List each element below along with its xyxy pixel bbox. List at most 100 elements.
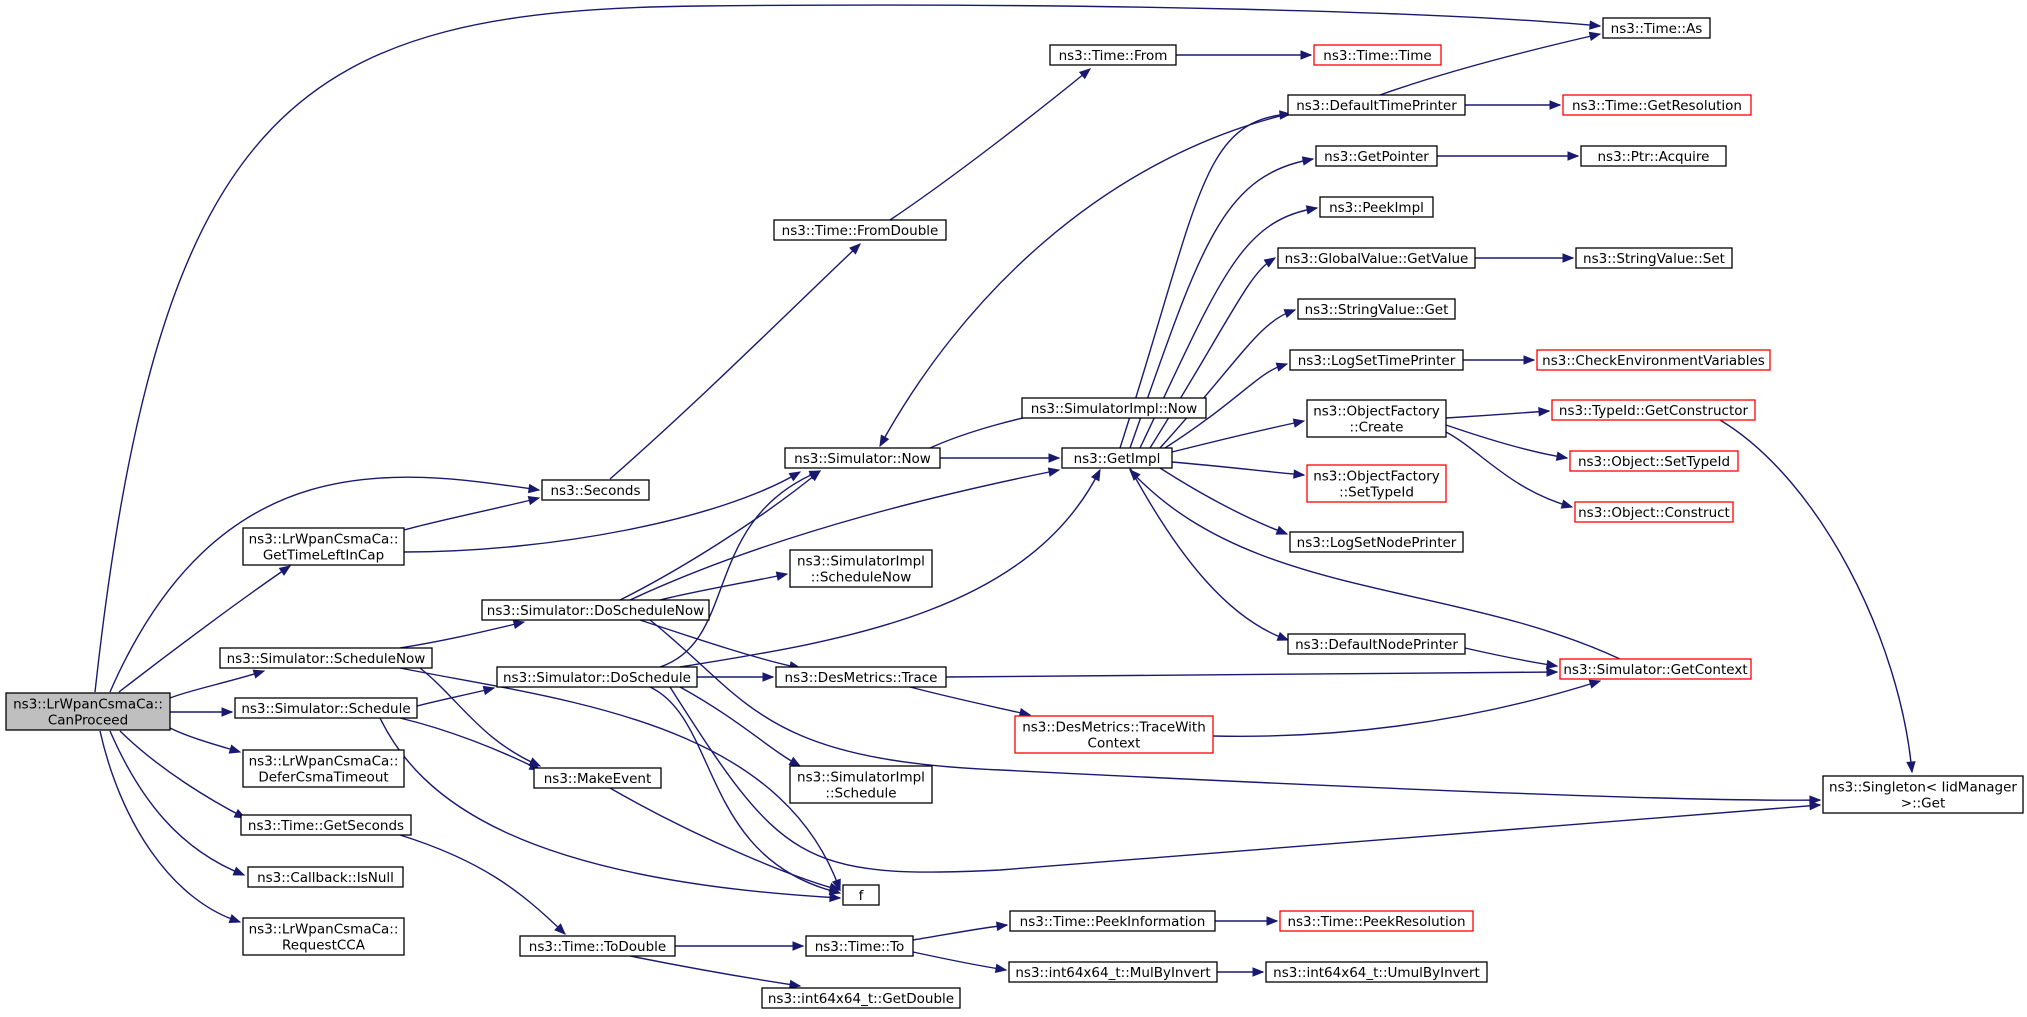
node-root-label: CanProceed (48, 713, 128, 729)
node-getres-label: ns3::Time::GetResolution (1572, 98, 1742, 114)
edge-todouble-to-i64getdouble (629, 955, 802, 990)
edge-getseconds-to-todouble (399, 834, 566, 935)
node-schedule-label: ns3::Simulator::Schedule (241, 701, 410, 717)
node-peekimpl[interactable]: ns3::PeekImpl (1319, 196, 1434, 218)
node-singleton-label: ns3::Singleton< IidManager (1829, 780, 2017, 796)
node-umulbyinv[interactable]: ns3::int64x64_t::UmulByInvert (1265, 961, 1488, 983)
node-simnow[interactable]: ns3::Simulator::Now (784, 447, 941, 469)
node-defprinter[interactable]: ns3::DefaultTimePrinter (1287, 94, 1466, 116)
edge-root-to-defer (169, 727, 242, 754)
node-seconds[interactable]: ns3::Seconds (541, 479, 650, 501)
node-peekinfo[interactable]: ns3::Time::PeekInformation (1009, 910, 1216, 932)
node-ptracquire-label: ns3::Ptr::Acquire (1598, 149, 1710, 165)
node-root[interactable]: ns3::LrWpanCsmaCa::CanProceed (5, 692, 171, 731)
node-mulbyinv[interactable]: ns3::int64x64_t::MulByInvert (1008, 961, 1218, 983)
node-f[interactable]: f (842, 884, 880, 906)
node-svget[interactable]: ns3::StringValue::Get (1297, 298, 1456, 320)
node-gvgetvalue[interactable]: ns3::GlobalValue::GetValue (1277, 247, 1476, 269)
node-defnode[interactable]: ns3::DefaultNodePrinter (1287, 633, 1466, 655)
node-gettimeleft[interactable]: ns3::LrWpanCsmaCa::GetTimeLeftInCap (242, 527, 405, 566)
edge-defprinter-to-timeas (1379, 31, 1602, 96)
edge-ofcreate-to-objsettypeid (1445, 424, 1569, 461)
node-ofsettypeid-label: ::SetTypeId (1339, 485, 1414, 501)
node-defer-label: ns3::LrWpanCsmaCa:: (249, 754, 399, 770)
edge-from-to-timetime (1176, 50, 1313, 60)
node-schednow-label: ns3::Simulator::ScheduleNow (227, 651, 426, 667)
edge-tracewith-to-getcontext (1212, 679, 1602, 737)
node-implsched[interactable]: ns3::SimulatorImpl::Schedule (789, 765, 933, 804)
node-checkenv[interactable]: ns3::CheckEnvironmentVariables (1536, 349, 1771, 371)
node-mulbyinv-label: ns3::int64x64_t::MulByInvert (1015, 965, 1210, 981)
node-root-label: ns3::LrWpanCsmaCa:: (13, 697, 163, 713)
node-implschednow[interactable]: ns3::SimulatorImpl::ScheduleNow (789, 549, 933, 588)
edge-schedule-to-makeevent (399, 717, 542, 771)
node-from[interactable]: ns3::Time::From (1049, 44, 1177, 66)
node-fromdouble[interactable]: ns3::Time::FromDouble (773, 219, 947, 241)
node-getctor[interactable]: ns3::TypeId::GetConstructor (1551, 399, 1756, 421)
edge-schedule-to-dosched (416, 685, 496, 707)
node-ofsettypeid[interactable]: ns3::ObjectFactory::SetTypeId (1306, 464, 1447, 503)
edge-getimpl-to-ofsettypeid (1171, 461, 1306, 479)
node-svget-label: ns3::StringValue::Get (1305, 302, 1449, 318)
node-ofcreate[interactable]: ns3::ObjectFactory::Create (1306, 399, 1447, 438)
node-to-label: ns3::Time::To (815, 939, 905, 955)
node-objsettypeid[interactable]: ns3::Object::SetTypeId (1569, 450, 1739, 472)
node-todouble[interactable]: ns3::Time::ToDouble (519, 935, 676, 957)
edge-dosched-to-getimpl (679, 468, 1101, 668)
call-edges (94, 4, 1916, 990)
node-defer[interactable]: ns3::LrWpanCsmaCa::DeferCsmaTimeout (242, 749, 405, 788)
node-getimpl[interactable]: ns3::GetImpl (1061, 447, 1173, 469)
node-requestcca-label: RequestCCA (282, 938, 366, 954)
node-svset[interactable]: ns3::StringValue::Set (1575, 247, 1733, 269)
node-checkenv-label: ns3::CheckEnvironmentVariables (1542, 353, 1765, 369)
node-getcontext[interactable]: ns3::Simulator::GetContext (1559, 658, 1752, 680)
edge-logsettime-to-checkenv (1463, 355, 1536, 365)
node-to[interactable]: ns3::Time::To (805, 935, 914, 957)
edge-mulbyinv-to-umulbyinv (1217, 967, 1265, 977)
node-implnow[interactable]: ns3::SimulatorImpl::Now (1021, 397, 1207, 419)
node-peekres[interactable]: ns3::Time::PeekResolution (1279, 910, 1474, 932)
node-timetime[interactable]: ns3::Time::Time (1313, 44, 1442, 66)
node-logsettime[interactable]: ns3::LogSetTimePrinter (1289, 349, 1464, 371)
node-timeas[interactable]: ns3::Time::As (1602, 17, 1711, 39)
edge-getctor-to-singleton (1719, 419, 1916, 774)
edge-gettimeleft-to-simnow (403, 471, 802, 553)
node-getpointer[interactable]: ns3::GetPointer (1315, 145, 1438, 167)
edge-root-to-gettimeleft (118, 565, 292, 693)
edge-schednow-to-f (399, 667, 841, 892)
node-getseconds[interactable]: ns3::Time::GetSeconds (240, 814, 412, 836)
node-singleton[interactable]: ns3::Singleton< IidManager>::Get (1822, 775, 2024, 814)
edge-getimpl-to-peekimpl (1139, 205, 1319, 449)
node-implschednow-label: ::ScheduleNow (811, 570, 912, 586)
node-implnow-label: ns3::SimulatorImpl::Now (1031, 401, 1197, 417)
edge-seconds-to-fromdouble (609, 243, 861, 480)
node-schednow[interactable]: ns3::Simulator::ScheduleNow (219, 647, 433, 669)
node-getpointer-label: ns3::GetPointer (1324, 149, 1429, 165)
node-requestcca[interactable]: ns3::LrWpanCsmaCa::RequestCCA (242, 917, 405, 956)
node-doschednow[interactable]: ns3::Simulator::DoScheduleNow (481, 599, 710, 621)
node-ofcreate-label: ::Create (1350, 420, 1404, 436)
edge-destrace-to-getcontext (945, 667, 1559, 678)
node-seconds-label: ns3::Seconds (551, 483, 641, 499)
node-logsetnode[interactable]: ns3::LogSetNodePrinter (1289, 531, 1464, 553)
edge-schednow-to-doschednow (399, 619, 526, 649)
node-getres[interactable]: ns3::Time::GetResolution (1562, 94, 1752, 116)
node-makeevent[interactable]: ns3::MakeEvent (533, 767, 662, 789)
node-implsched-label: ::Schedule (825, 786, 896, 802)
node-objconstruct[interactable]: ns3::Object::Construct (1574, 501, 1734, 523)
node-dosched[interactable]: ns3::Simulator::DoSchedule (496, 666, 698, 688)
node-schedule[interactable]: ns3::Simulator::Schedule (234, 697, 418, 719)
node-destrace[interactable]: ns3::DesMetrics::Trace (775, 666, 947, 688)
node-i64getdouble[interactable]: ns3::int64x64_t::GetDouble (761, 987, 961, 1009)
node-ofcreate-label: ns3::ObjectFactory (1313, 404, 1440, 420)
edge-root-to-getseconds (119, 730, 247, 819)
edge-root-to-schednow (169, 669, 266, 699)
node-isnull[interactable]: ns3::Callback::IsNull (247, 866, 404, 888)
edge-doschednow-to-destrace (639, 619, 802, 671)
node-i64getdouble-label: ns3::int64x64_t::GetDouble (768, 991, 954, 1007)
edge-getcontext-to-getimpl (1129, 469, 1621, 660)
edge-dosched-to-destrace (697, 672, 775, 682)
edge-gvgetvalue-to-svset (1475, 253, 1575, 263)
node-ptracquire[interactable]: ns3::Ptr::Acquire (1580, 145, 1727, 167)
